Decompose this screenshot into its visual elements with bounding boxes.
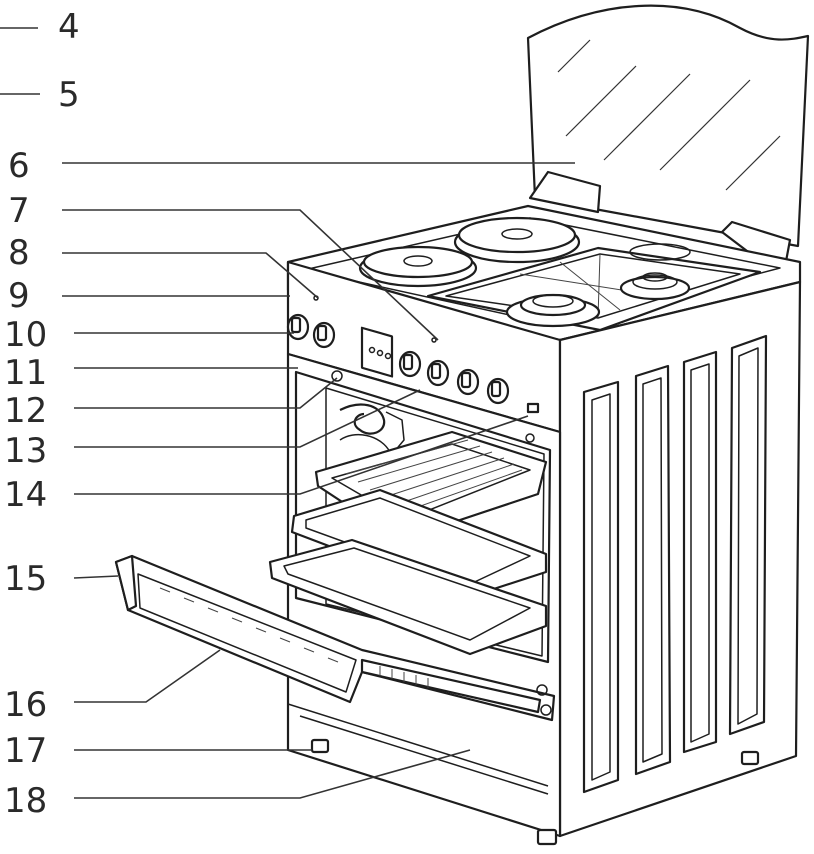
door-vent: [159, 587, 339, 663]
gas-burner-front: [505, 293, 601, 328]
oven-door: [114, 554, 556, 722]
hotplate-right: [453, 216, 581, 264]
lid-hinge-left: [528, 170, 602, 214]
leader-lines: [0, 27, 575, 799]
glass-reflection: [557, 39, 781, 191]
callout-numbers: 4 5 6 7 8 9 10 11 12 13 14 15 16 17 18: [4, 7, 80, 821]
callout-5: 5: [58, 75, 80, 115]
callout-10: 10: [4, 315, 47, 355]
gas-burner-right: [619, 272, 691, 301]
hotplate-left: [358, 245, 478, 288]
callout-11: 11: [4, 353, 47, 393]
callout-18: 18: [4, 781, 47, 821]
callout-15: 15: [4, 559, 47, 599]
baking-tray: [290, 488, 548, 600]
glass-lid: [526, 4, 810, 274]
callout-7: 7: [8, 191, 30, 231]
callout-12: 12: [4, 391, 47, 431]
callout-6: 6: [8, 146, 30, 186]
callout-13: 13: [4, 431, 47, 471]
deep-tray: [268, 538, 548, 656]
control-knob: [286, 313, 510, 405]
callout-4: 4: [58, 7, 80, 47]
switch: [526, 402, 540, 414]
oven-lamp: [331, 370, 343, 382]
oven-side-panel: [558, 280, 802, 838]
callout-9: 9: [8, 276, 30, 316]
adjustable-feet: [310, 738, 760, 846]
callout-16: 16: [4, 685, 47, 725]
storage-drawer: [287, 703, 549, 795]
callout-17: 17: [4, 731, 47, 771]
gas-burner-back: [629, 243, 691, 261]
callout-14: 14: [4, 475, 47, 515]
callout-8: 8: [8, 233, 30, 273]
